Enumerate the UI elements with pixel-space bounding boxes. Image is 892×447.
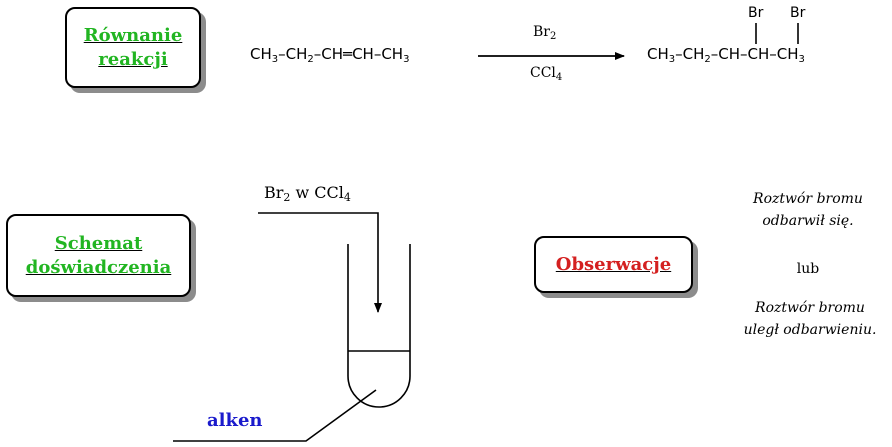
reactant-formula: CH3–CH2–CH═CH–CH3 — [250, 45, 410, 65]
reagent-bromine: Br2 — [533, 24, 557, 42]
test-tube — [347, 244, 411, 408]
observation-or: lub — [796, 261, 820, 277]
heading-box-schemat-doswiadczenia: Schemat doświadczenia — [6, 214, 191, 297]
reagent-feed-arrow — [258, 212, 382, 313]
schema-reagent-label: Br2 w CCl4 — [264, 183, 351, 204]
observation-1: Roztwór bromu odbarwił się. — [753, 191, 863, 229]
reagent-solvent: CCl4 — [530, 65, 563, 83]
observation-2: Roztwór bromu uległ odbarwieniu. — [743, 300, 877, 338]
bromine-substituent-1: Br — [748, 5, 764, 21]
alkene-pointer-line — [173, 389, 377, 442]
heading-schemat-line1: Schemat — [54, 232, 143, 254]
heading-schemat-line2: doświadczenia — [25, 256, 172, 278]
heading-box-rownanie-reakcji: Równanie reakcji — [65, 7, 201, 88]
heading-obserwacje: Obserwacje — [555, 253, 672, 275]
bromine-substituent-2: Br — [790, 5, 806, 21]
alkene-label: alken — [207, 410, 263, 431]
heading-rownanie-line1: Równanie — [83, 24, 183, 46]
product-formula: CH3–CH2–CH–CH–CH3 — [647, 45, 805, 65]
heading-box-obserwacje: Obserwacje — [534, 236, 693, 293]
heading-rownanie-line2: reakcji — [98, 48, 168, 70]
